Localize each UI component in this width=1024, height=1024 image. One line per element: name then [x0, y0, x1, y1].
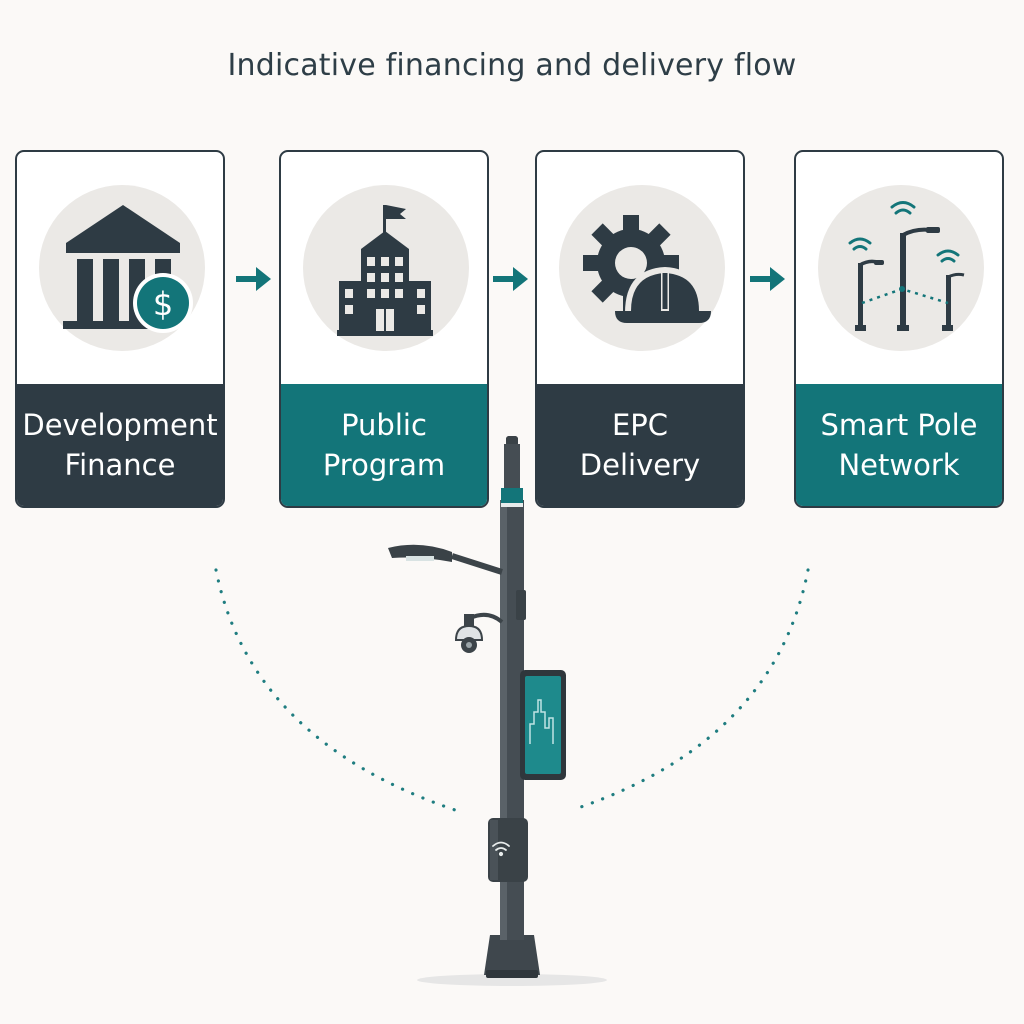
pole-base	[484, 935, 540, 975]
government-building-icon	[337, 205, 433, 336]
step-card-epc-delivery: EPC Delivery	[535, 150, 745, 508]
step-label-line1: Smart Pole	[820, 408, 978, 442]
step-label-band: EPC Delivery	[537, 384, 743, 506]
step-label-band: Smart Pole Network	[796, 384, 1002, 506]
arrow-right-icon	[236, 267, 271, 291]
pole-junction-box	[488, 818, 528, 882]
bank-dollar-icon: $	[63, 205, 193, 333]
diagram-title: Indicative financing and delivery flow	[227, 48, 797, 83]
lamp-arm	[451, 553, 503, 575]
step-label-line2: Program	[322, 448, 446, 482]
arrow-right-icon	[750, 267, 785, 291]
pole-teal-ring	[501, 488, 523, 504]
step-label-line1: Public	[341, 408, 427, 442]
icon-circle	[303, 185, 469, 351]
camera-arm	[469, 612, 504, 624]
pole-shaft-upper	[504, 444, 520, 504]
pole-display	[520, 670, 566, 780]
icon-circle: $	[39, 185, 205, 351]
smart-poles-icon	[848, 201, 965, 331]
step-label-line1: Development	[22, 408, 218, 442]
step-label-band: Public Program	[281, 384, 487, 506]
camera-dome	[454, 624, 484, 641]
wifi-icon	[492, 841, 510, 857]
dotted-arc-right	[576, 568, 810, 810]
step-card-smart-pole-network: Smart Pole Network	[794, 150, 1004, 508]
step-label-line2: Network	[838, 448, 960, 482]
svg-text:$: $	[153, 285, 173, 323]
icon-circle	[559, 185, 725, 351]
icon-circle	[818, 185, 984, 351]
gear-hardhat-icon	[583, 215, 711, 323]
step-label-band: Development Finance	[17, 384, 223, 506]
step-label-line2: Delivery	[579, 448, 701, 482]
step-label-line2: Finance	[64, 448, 176, 482]
pole-shadow	[417, 974, 607, 986]
dotted-arc-left	[214, 568, 457, 812]
step-label-line1: EPC	[611, 408, 669, 442]
step-card-development-finance: $ Development Finance	[15, 150, 225, 508]
arrow-right-icon	[493, 267, 528, 291]
pole-shaft-lower	[500, 500, 524, 940]
step-card-public-program: Public Program	[279, 150, 489, 508]
